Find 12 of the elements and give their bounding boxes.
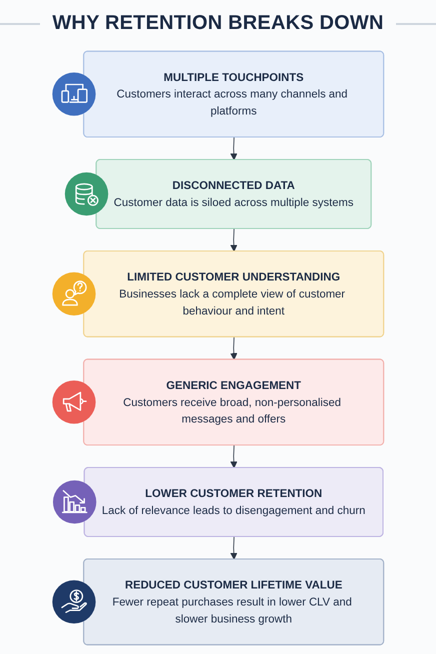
arrow bbox=[230, 137, 238, 160]
arrow bbox=[230, 228, 238, 252]
process-box: GENERIC ENGAGEMENT Customers receive broad, non-personalised messages and offers bbox=[83, 358, 384, 446]
arrow bbox=[230, 445, 238, 468]
process-box: DISCONNECTED DATA Customer data is siloed across multiple systems bbox=[96, 159, 372, 229]
arrow bbox=[230, 536, 238, 560]
process-box: MULTIPLE TOUCHPOINTS Customers interact across many channels and platforms bbox=[83, 50, 384, 138]
process-box: LIMITED CUSTOMER UNDERSTANDING Businesses lack a complete view of customer behaviour and intent bbox=[83, 250, 384, 338]
process-box: REDUCED CUSTOMER LIFETIME VALUE Fewer repeat purchases result in lower CLV and slower business growth bbox=[83, 558, 384, 646]
arrow bbox=[230, 336, 238, 360]
diagram-title: WHY RETENTION BREAKS DOWN bbox=[52, 12, 384, 35]
process-box: LOWER CUSTOMER RETENTION Lack of relevance leads to disengagement and churn bbox=[84, 467, 384, 537]
